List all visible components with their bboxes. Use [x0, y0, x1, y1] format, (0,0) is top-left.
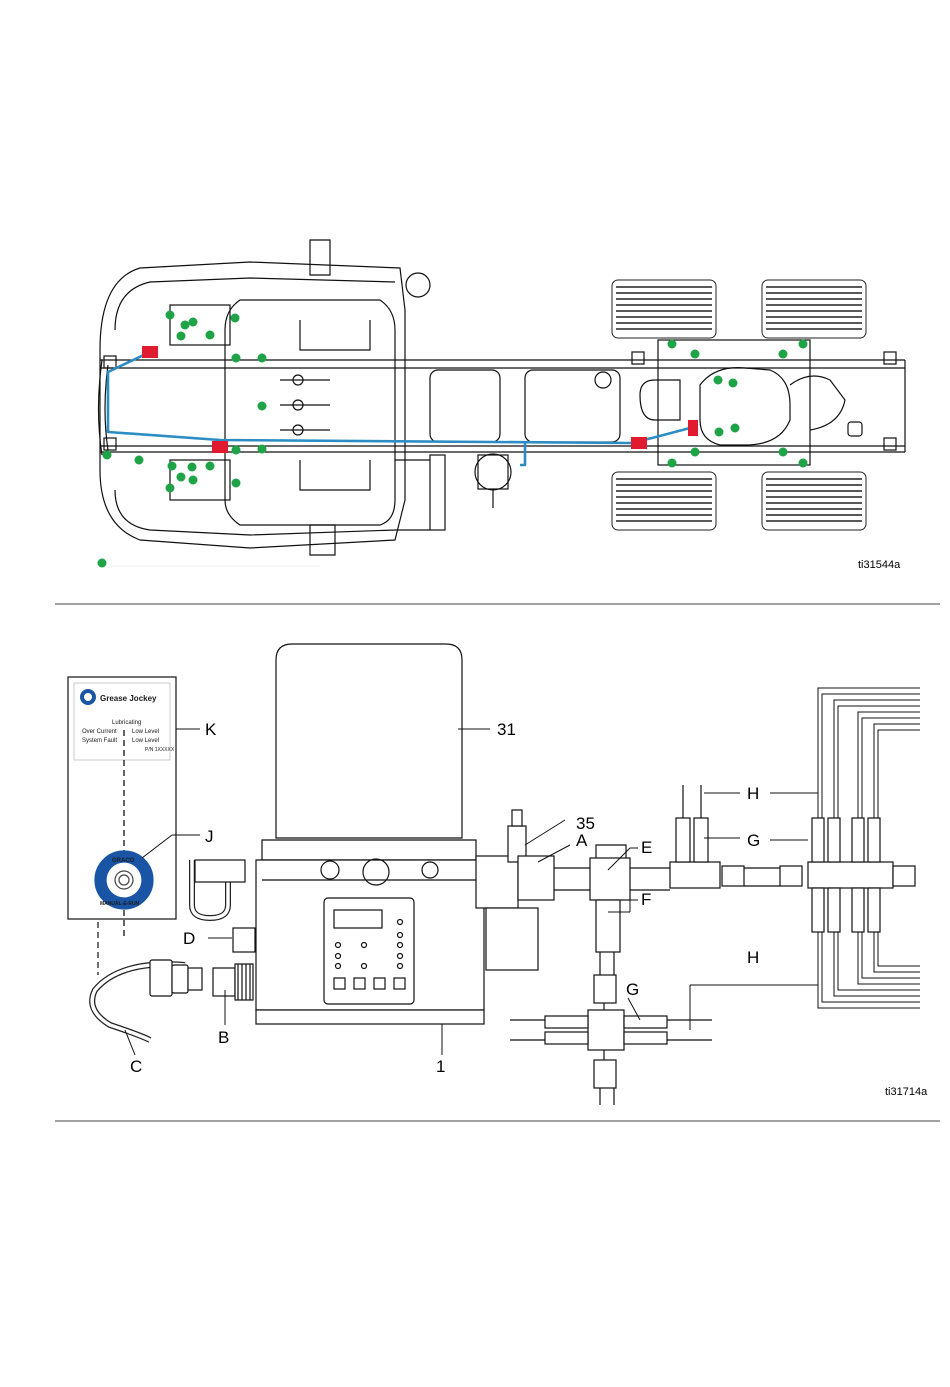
card-legend-3: Low Level	[132, 729, 159, 735]
callout-h-bottom: H	[747, 948, 759, 967]
graco-logo-icon	[80, 689, 96, 705]
pump-icon	[475, 454, 511, 508]
callout-g-bottom: G	[626, 980, 639, 999]
callout-c: C	[130, 1057, 142, 1076]
callout-k: K	[205, 720, 217, 739]
lube-line-main	[108, 352, 690, 443]
callout-j: J	[205, 827, 214, 846]
callout-h-top: H	[747, 784, 759, 803]
connector-plug	[150, 960, 202, 996]
truck-chassis-diagram	[99, 240, 906, 555]
injector-front-bottom	[212, 441, 228, 453]
tee-fitting-e	[590, 845, 630, 952]
manifold-right	[808, 818, 915, 932]
divider-block-top	[670, 785, 802, 888]
card-legend-1: Lubricating	[112, 720, 141, 726]
figure2-id-label: ti31714a	[885, 1086, 928, 1098]
divider-block-bottom	[510, 1003, 712, 1105]
callout-b: B	[218, 1028, 229, 1047]
injector-rear-left	[631, 437, 647, 449]
card-legend-2: Over Current	[82, 729, 117, 735]
card-legend-5: Low Level	[132, 738, 159, 744]
legend-point-marker	[98, 559, 107, 568]
callout-1: 1	[436, 1057, 445, 1076]
callout-g-top: G	[747, 831, 760, 850]
callout-d: D	[183, 929, 195, 948]
pump-components-diagram	[68, 644, 920, 1105]
figure1-id-label: ti31544a	[858, 559, 901, 571]
grease-reservoir	[276, 644, 462, 838]
cab-outline	[100, 262, 405, 548]
callout-e: E	[641, 838, 652, 857]
lube-lines	[108, 352, 690, 465]
callout-a: A	[576, 831, 588, 850]
card-brand: Grease Jockey	[100, 694, 157, 703]
knob-bottom-text: MANUAL-E-RUN	[100, 901, 140, 907]
injector-rear-right	[688, 420, 698, 436]
callout-31: 31	[497, 720, 516, 739]
callout-f: F	[641, 890, 651, 909]
card-legend-4: System Fault	[82, 738, 117, 744]
control-panel	[324, 898, 414, 1004]
injector-front-top	[142, 346, 158, 358]
knob-top-text: GRACO	[112, 858, 135, 864]
card-part-number: P/N 1XXXXX	[145, 747, 175, 753]
connector-socket	[213, 964, 253, 1000]
